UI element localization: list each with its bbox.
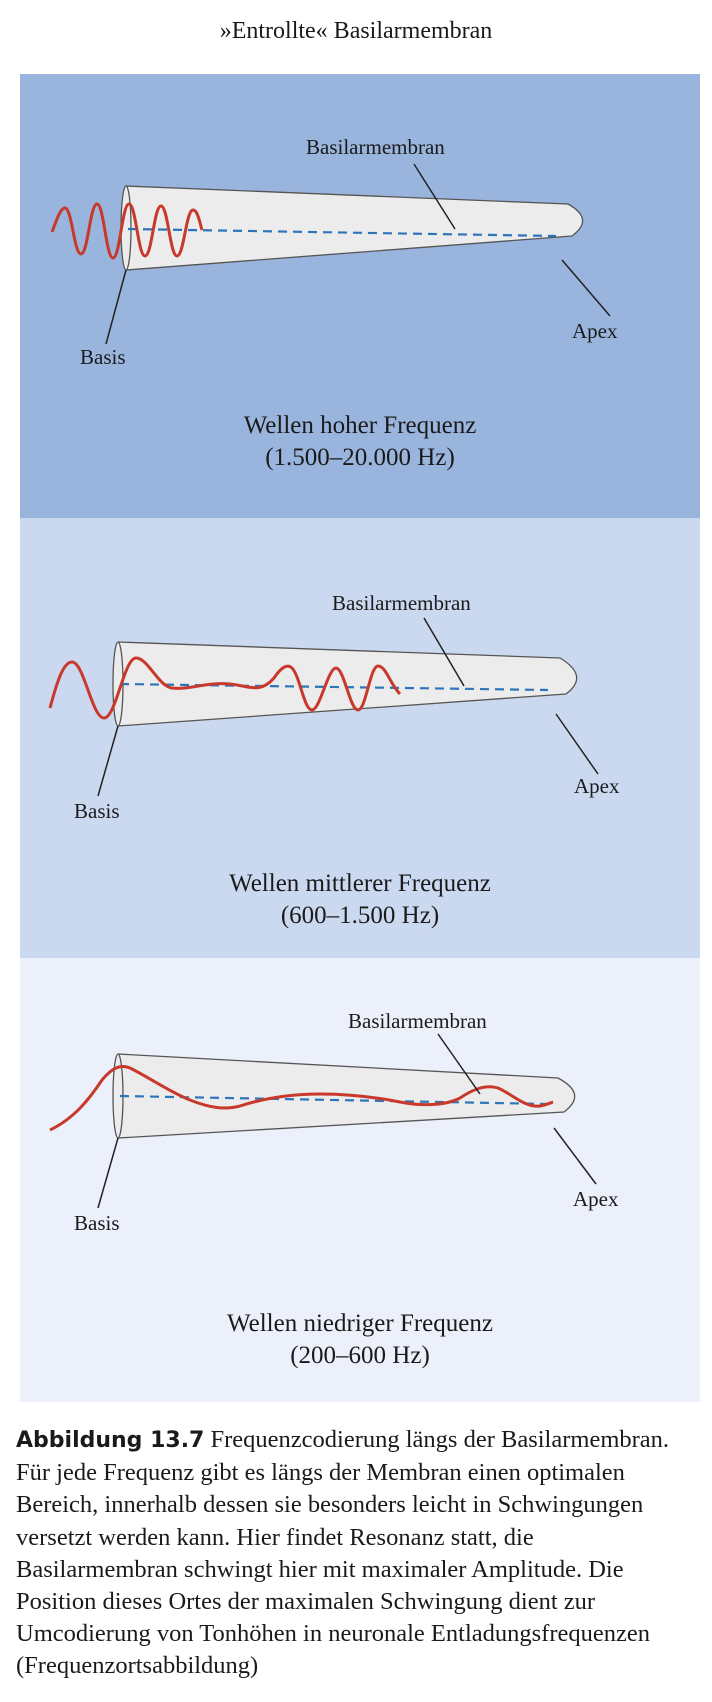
frequency-name: Wellen niedriger Frequenz: [20, 1308, 700, 1340]
apex-label-leader: [554, 1128, 596, 1184]
frequency-range: (1.500–20.000 Hz): [20, 442, 700, 474]
base-label-leader: [98, 726, 118, 796]
panel-mid-frequency: Basilarmembran Basis Apex Wellen mittler…: [20, 518, 700, 958]
base-label-leader: [98, 1138, 118, 1208]
figure-caption: Abbildung 13.7 Frequenzcodierung längs d…: [16, 1424, 698, 1683]
apex-label: Apex: [574, 774, 620, 799]
frequency-range: (600–1.500 Hz): [20, 900, 700, 932]
panel-high-frequency: Basilarmembran Basis Apex Wellen hoher F…: [20, 74, 700, 518]
membrane-label: Basilarmembran: [332, 591, 471, 616]
membrane-tube: [126, 186, 583, 270]
apex-label-leader: [556, 714, 598, 774]
membrane-label: Basilarmembran: [348, 1009, 487, 1034]
panel-low-frequency: Basilarmembran Basis Apex Wellen niedrig…: [20, 958, 700, 1402]
apex-label-leader: [562, 260, 610, 316]
base-label-leader: [106, 270, 126, 344]
figure-number: Abbildung 13.7: [16, 1428, 204, 1453]
frequency-range: (200–600 Hz): [20, 1340, 700, 1372]
figure-caption-text: Frequenzcodierung längs der Basilarmembr…: [16, 1426, 669, 1679]
apex-label: Apex: [573, 1187, 619, 1212]
frequency-name: Wellen hoher Frequenz: [20, 410, 700, 442]
frequency-name: Wellen mittlerer Frequenz: [20, 868, 700, 900]
membrane-label: Basilarmembran: [306, 135, 445, 160]
base-label: Basis: [74, 1211, 120, 1236]
apex-label: Apex: [572, 319, 618, 344]
base-label: Basis: [74, 799, 120, 824]
base-label: Basis: [80, 345, 126, 370]
figure-title: »Entrollte« Basilarmembran: [0, 18, 712, 45]
